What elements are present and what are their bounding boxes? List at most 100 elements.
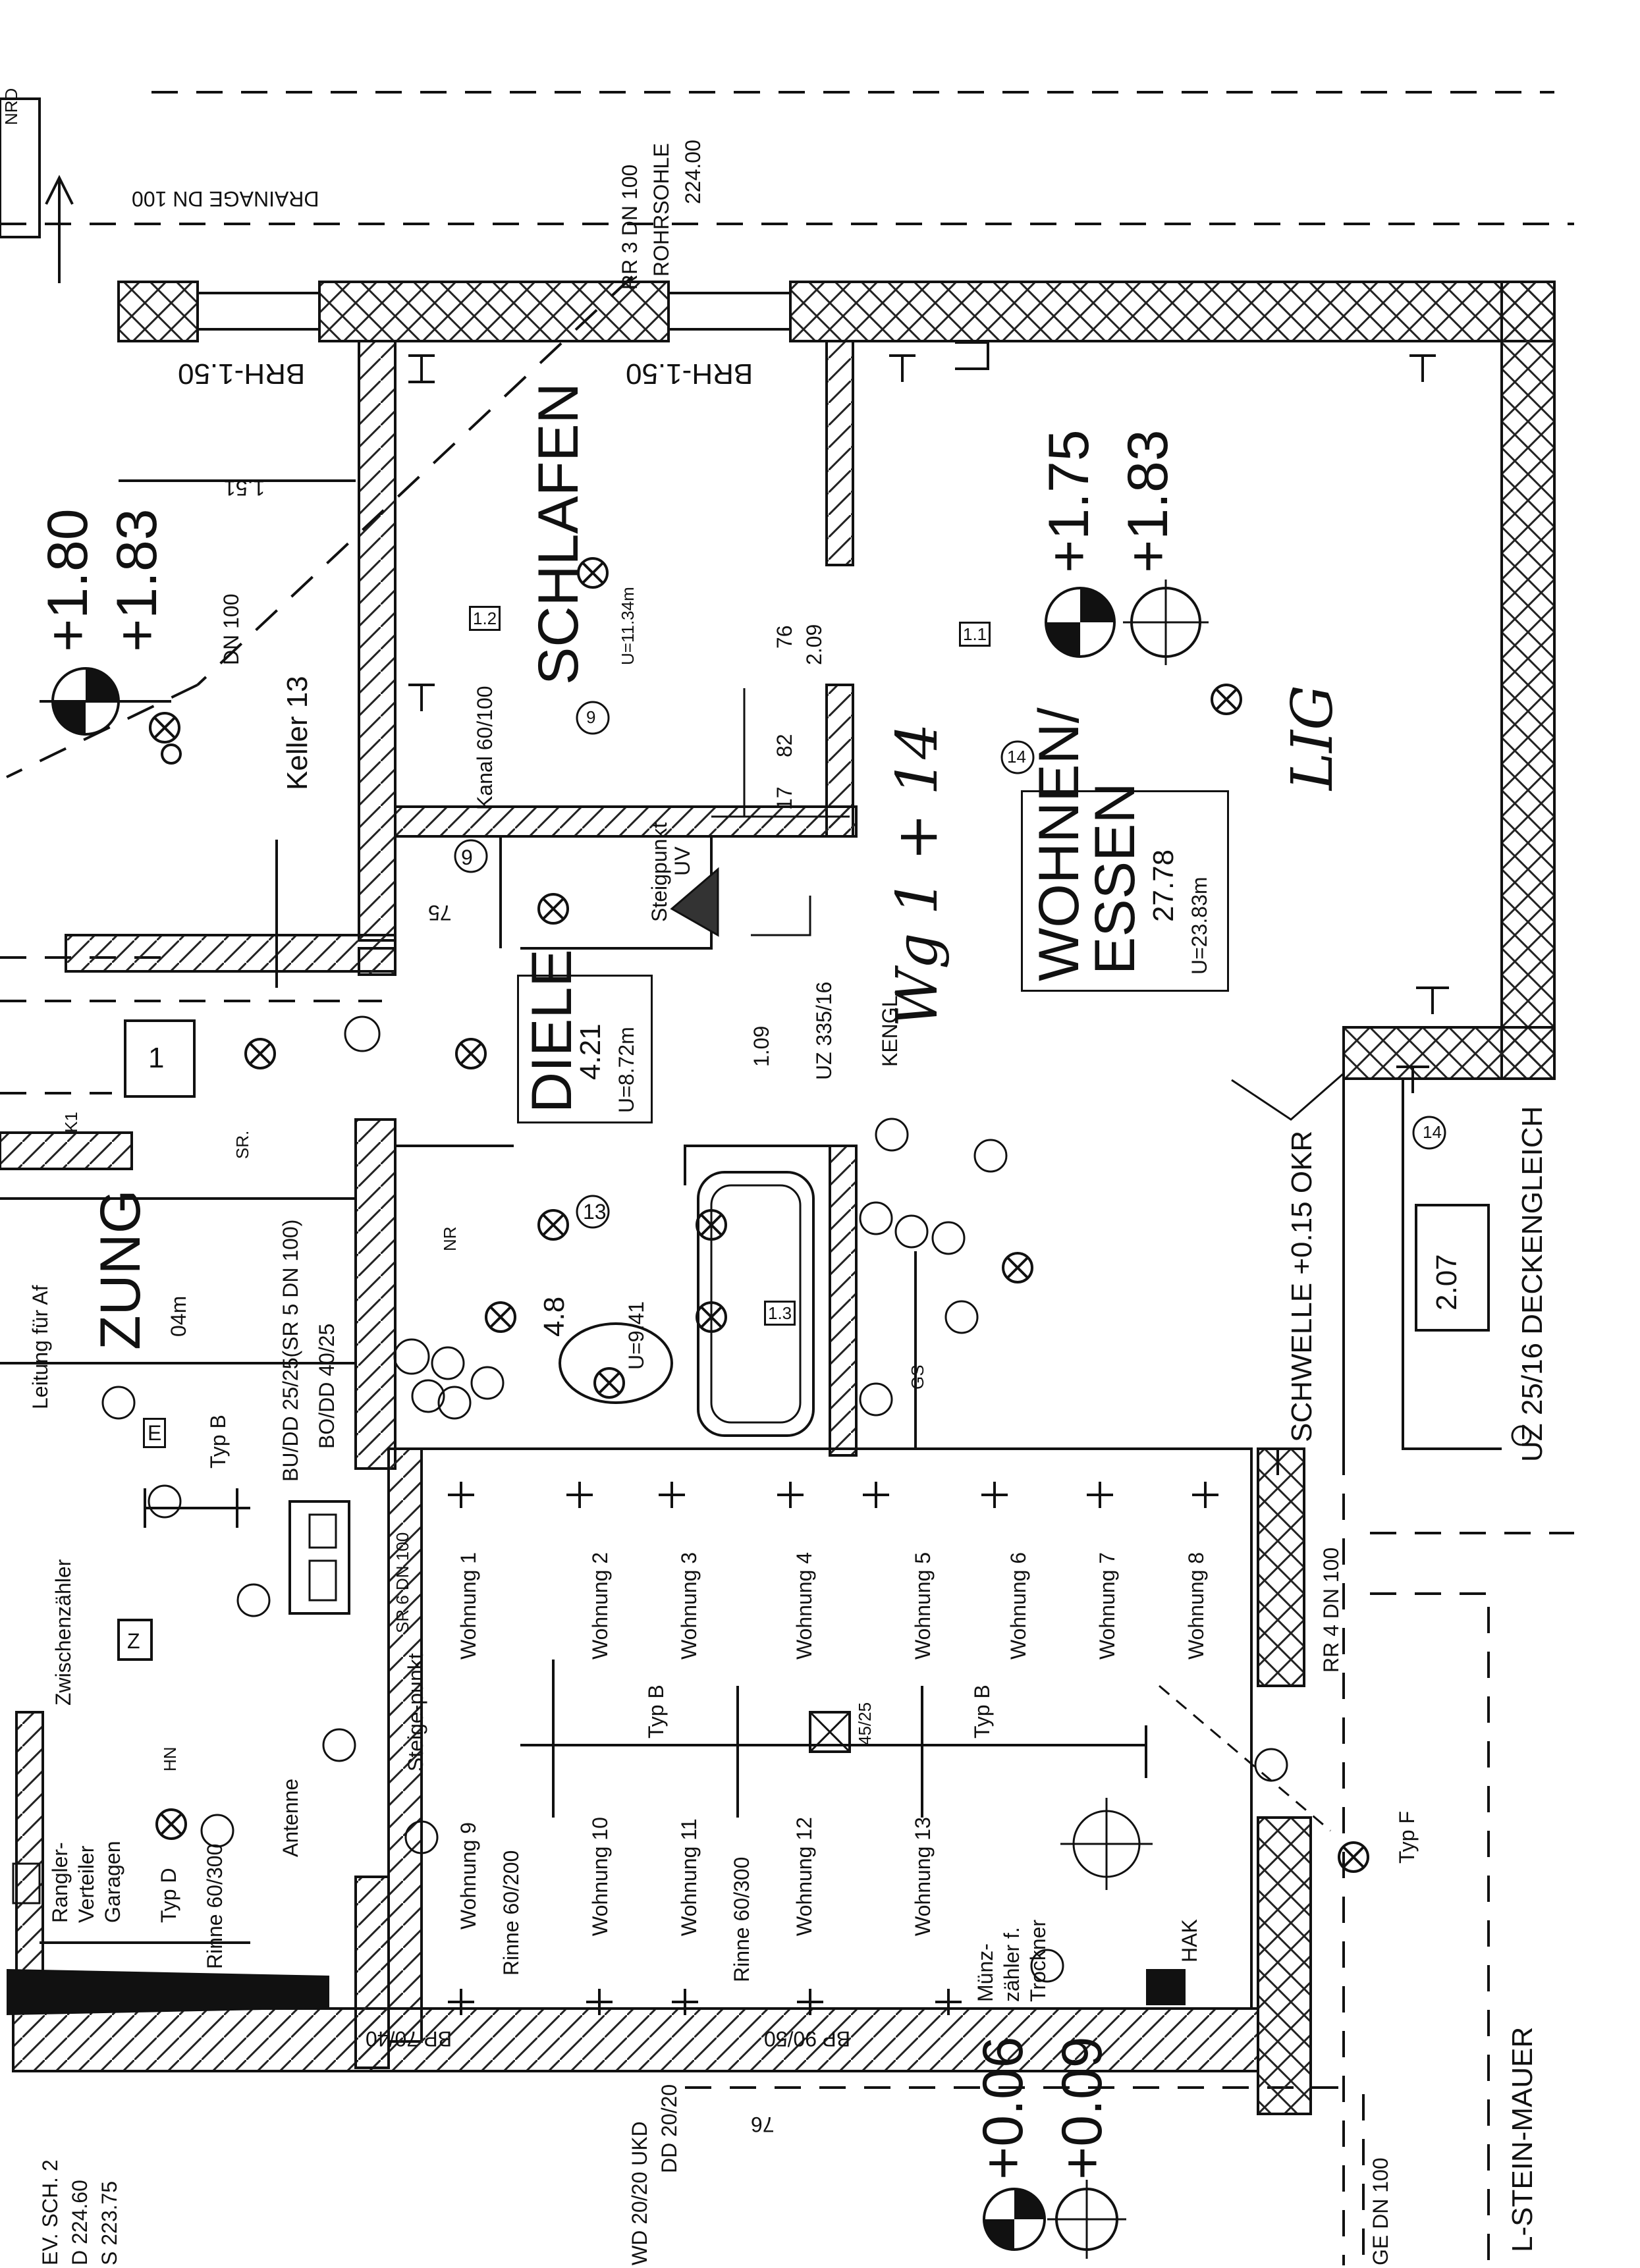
wohnung-7: Wohnung 7 — [1095, 1552, 1119, 1660]
level-marker-bottom — [983, 2180, 1126, 2259]
bad-num: 13 — [583, 1200, 607, 1224]
typ-b-2: Typ B — [970, 1685, 994, 1739]
wohnung-5: Wohnung 5 — [911, 1552, 935, 1660]
bu-note-2: BO/DD 40/25 — [315, 1323, 339, 1449]
corner-label: NRD — [1, 88, 21, 125]
uz-note: UZ 335/16 — [812, 981, 836, 1080]
bottom-dn-label: GE DN 100 — [1369, 2157, 1392, 2265]
outer-walls — [117, 281, 1556, 2115]
dim-82: 82 — [773, 734, 796, 757]
wd-note-1: WD 20/20 UKD — [628, 2121, 651, 2265]
area-207: 2.07 — [1431, 1254, 1463, 1310]
hak-label: HAK — [1178, 1919, 1201, 1962]
uz2516-note: UZ 25/16 DECKENGLEICH — [1516, 1106, 1548, 1462]
diele-perimeter: U=8.72m — [615, 1027, 638, 1113]
ev-note-2: D 224.60 — [68, 2180, 92, 2265]
bathtub — [697, 1171, 815, 1437]
wohnen-level-1: +1.75 — [1037, 429, 1101, 573]
electric-box-num: 1 — [148, 1042, 165, 1074]
wd-note-2: DD 20/20 — [657, 2084, 681, 2173]
bad-tag: 1.3 — [764, 1301, 796, 1326]
drainage-label: DRAINAGE DN 100 — [132, 187, 319, 211]
outlet-symbols — [408, 341, 1449, 1475]
wohnung-4: Wohnung 4 — [792, 1552, 816, 1660]
stair-ramp — [7, 1969, 329, 2015]
wohnung-8: Wohnung 8 — [1184, 1552, 1208, 1660]
meter-box-heiz — [288, 1500, 350, 1615]
electric-box-1 — [124, 1019, 196, 1098]
riser-shaft — [670, 867, 719, 937]
hn-label: HN — [160, 1746, 180, 1771]
schlafen-brh: BRH-1.50 — [626, 358, 753, 390]
schlafen-area: U=11.34m — [618, 587, 638, 665]
sr-dn-note: SR 6 DN 100 — [393, 1532, 412, 1633]
meter-box-z — [117, 1619, 153, 1661]
muenz-2: zähler f. — [1000, 1927, 1024, 2002]
dim-76: 76 — [773, 625, 796, 649]
schwelle-note: SCHWELLE +0.15 OKR — [1286, 1130, 1318, 1442]
wohnung-10: Wohnung 10 — [588, 1817, 612, 1936]
rangler-2: Verteiler — [74, 1845, 98, 1923]
handwritten-note-2: LIG — [1280, 685, 1346, 790]
gs-label: GS — [908, 1364, 927, 1390]
pipe-note-2: ROHRSOHLE — [649, 143, 673, 277]
muenz-3: Trockner — [1026, 1919, 1050, 2002]
rinne-2: Rinne 60/200 — [499, 1850, 523, 1976]
vent-box — [809, 1711, 851, 1753]
heizung-area: 04m — [167, 1295, 190, 1337]
steigpunkt-label: Steigpunkt — [647, 822, 671, 922]
dim-76-bottom: 76 — [751, 2113, 775, 2136]
typ-b-1: Typ B — [644, 1685, 668, 1739]
washbasin — [559, 1322, 673, 1404]
zung-label: ZUNG — [89, 1189, 152, 1350]
wohnen-label-box — [1021, 790, 1229, 992]
wohnen-level-2: +1.83 — [1116, 429, 1180, 573]
vent-label: 45/25 — [855, 1702, 875, 1745]
wohnen-tag: 1.1 — [959, 622, 991, 647]
level-marker-keller — [40, 667, 171, 736]
leitung-label: Leitung für Af — [28, 1285, 52, 1409]
k1-label: K1 — [61, 1112, 81, 1133]
bottom-level-1: +0.06 — [971, 2036, 1035, 2180]
diele-area: 4.21 — [574, 1023, 607, 1080]
wohnung-13: Wohnung 13 — [911, 1817, 935, 1936]
room-num-14b: 14 — [1423, 1122, 1442, 1142]
dim-109: 1.09 — [750, 1025, 773, 1067]
steinmauer-label: L-STEIN-MAUER — [1506, 2026, 1539, 2252]
pipe-note-1: RR 3 DN 100 — [618, 164, 642, 290]
keller-pipe: DN 100 — [219, 593, 243, 666]
room-number-circles — [101, 701, 1446, 1983]
nr-label: NR — [440, 1226, 460, 1251]
keller-level-2: +1.83 — [105, 508, 169, 652]
crosshair-keller — [1060, 1798, 1153, 1890]
keller-level-1: +1.80 — [36, 508, 99, 652]
keller-brh: BRH-1.50 — [178, 358, 306, 390]
kengl-note: KENGL. — [878, 989, 902, 1067]
interior-walls — [0, 340, 1259, 2072]
rangler-3: Garagen — [101, 1841, 124, 1923]
diele-num: 9 — [461, 846, 473, 869]
typ-f: Typ F — [1395, 1810, 1419, 1864]
wohnen-name-1: WOHNEN/ — [1027, 707, 1091, 981]
bad-perimeter: U=9.41 — [624, 1301, 648, 1370]
wohnung-11: Wohnung 11 — [677, 1818, 701, 1936]
level-marker-wohnen — [1045, 580, 1209, 665]
wohnung-1: Wohnung 1 — [456, 1552, 480, 1660]
wohnung-6: Wohnung 6 — [1006, 1552, 1030, 1660]
bad-area: 4.8 — [538, 1296, 570, 1337]
sr-label: SR. — [232, 1130, 252, 1159]
dim-17: 17 — [773, 786, 796, 810]
zwischenzaehler: Zwischenzähler — [51, 1559, 75, 1706]
bottom-level-2: +0.09 — [1051, 2036, 1114, 2180]
rinne-3: Rinne 60/300 — [730, 1856, 753, 1982]
keller-name: Keller 13 — [281, 676, 314, 790]
rinne-1: Rinne 60/300 — [203, 1843, 227, 1969]
light-fixtures — [149, 557, 1369, 1873]
bp2-label: BP 90/50 — [764, 2027, 851, 2051]
diele-label-box — [517, 975, 653, 1123]
dashed-lines — [0, 91, 1574, 2265]
wohnung-3: Wohnung 3 — [677, 1552, 701, 1660]
wall-outlets-keller — [448, 1482, 1218, 2015]
heizung-e: E — [143, 1418, 167, 1448]
